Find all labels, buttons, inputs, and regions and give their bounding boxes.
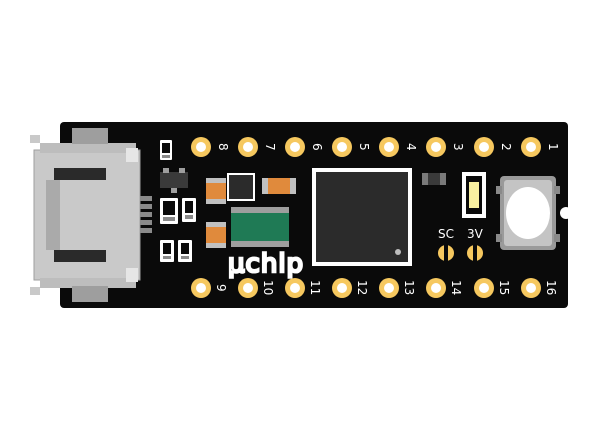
pin-label-7: 7 xyxy=(263,143,277,151)
jumper-pad-sc xyxy=(438,245,454,261)
top-pin-row: 8 7 6 5 4 3 2 1 xyxy=(191,137,560,157)
led-right xyxy=(462,172,486,218)
diode-pair-bottom xyxy=(160,240,192,262)
reset-button xyxy=(496,176,560,250)
pin-label-5: 5 xyxy=(357,143,371,151)
usb-pins xyxy=(140,196,152,233)
pin-label-9: 9 xyxy=(214,284,228,292)
bottom-pin-row: 9 10 11 12 13 14 15 16 xyxy=(191,278,558,298)
pin-label-12: 12 xyxy=(355,280,369,295)
pin-label-4: 4 xyxy=(404,143,418,151)
pin-label-13: 13 xyxy=(402,280,416,295)
pin-label-10: 10 xyxy=(261,280,275,295)
pin-label-8: 8 xyxy=(216,143,230,151)
led-top-left xyxy=(160,140,172,160)
pin-label-11: 11 xyxy=(308,280,322,295)
capacitor-2 xyxy=(206,222,226,248)
pin-label-15: 15 xyxy=(497,280,511,295)
pin-label-6: 6 xyxy=(310,143,324,151)
capacitor-1 xyxy=(206,178,226,204)
usb-connector xyxy=(30,128,141,302)
jumper-pad-3v xyxy=(467,245,483,261)
pcb-notch xyxy=(560,207,572,219)
pin-label-16: 16 xyxy=(544,280,558,295)
resistor-right xyxy=(422,173,446,185)
jumper-label-sc: SC xyxy=(438,227,454,241)
regulator xyxy=(227,173,255,201)
pin-label-14: 14 xyxy=(449,280,463,295)
pin-label-1: 1 xyxy=(546,143,560,151)
pin-label-2: 2 xyxy=(499,143,513,151)
capacitor-3 xyxy=(262,178,296,194)
transistor xyxy=(160,168,188,193)
microcontroller-chip xyxy=(312,168,412,266)
pin-label-3: 3 xyxy=(451,143,465,151)
uchip-logo: μchip xyxy=(228,249,304,279)
diode-left xyxy=(160,198,178,224)
jumper-label-3v: 3V xyxy=(467,227,484,241)
diode-right xyxy=(182,198,196,222)
inductor xyxy=(231,207,289,247)
